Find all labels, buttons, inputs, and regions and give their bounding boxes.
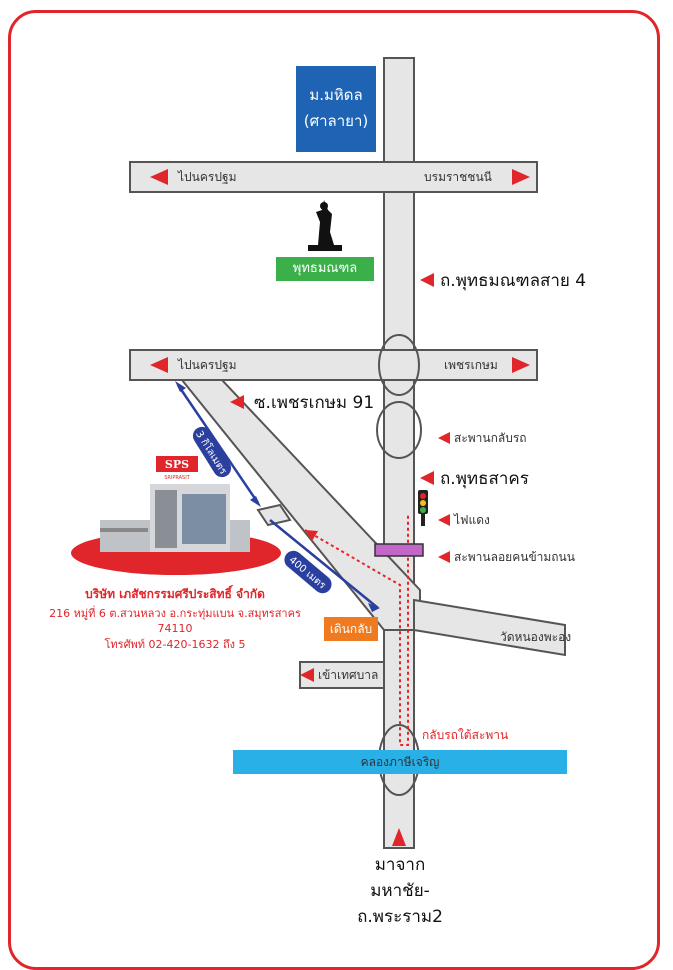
arrow-pedestrian-bridge	[438, 551, 450, 563]
origin-label: มาจาก มหาชัย-ถ.พระราม2	[330, 852, 470, 930]
origin-line-2: มหาชัย-ถ.พระราม2	[357, 881, 443, 927]
label-borom: บรมราชชนนี	[424, 170, 492, 184]
four-hundred-pill	[284, 550, 332, 594]
label-soi91: ซ.เพชรเกษม 91	[254, 393, 374, 413]
bridge-loop	[376, 401, 422, 459]
arrow-municipality	[300, 668, 314, 682]
four-hundred-line	[269, 519, 379, 609]
canal-label: คลองภาษีเจริญ	[233, 750, 567, 774]
three-km-arrow-bottom	[250, 496, 261, 507]
route-arrow-head	[305, 530, 318, 541]
company-logo	[156, 456, 198, 472]
label-phutthasakhon: ถ.พุทธสาคร	[440, 469, 529, 489]
arrow-origin	[392, 828, 406, 846]
three-km-pill	[192, 426, 232, 478]
buddha-statue-icon	[308, 200, 342, 251]
label-municipality: เข้าเทศบาล	[318, 668, 378, 682]
phetkasem-road	[129, 349, 538, 381]
arrow-left-mid	[150, 357, 168, 373]
label-u-turn-under-bridge: กลับรถใต้สะพาน	[422, 728, 508, 742]
overpass-loop	[378, 334, 420, 396]
side-stub	[256, 503, 292, 527]
mahidol-university-box: ม.มหิดล (ศาลายา)	[296, 66, 376, 152]
pedestrian-bridge-icon	[374, 543, 424, 557]
mahidol-line-2: (ศาลายา)	[303, 112, 369, 130]
company-address: 216 หมู่ที่ 6 ต.สวนหลวง อ.กระทุ่มแบน จ.ส…	[49, 607, 301, 635]
label-traffic-light: ไฟแดง	[453, 513, 490, 527]
arrow-left-top	[150, 169, 168, 185]
walk-back-box: เดินกลับ	[324, 617, 378, 641]
svg-text:SRIPRASIT: SRIPRASIT	[164, 475, 190, 481]
arrow-sai4	[420, 273, 434, 287]
arrow-right-top	[512, 169, 530, 185]
label-return-bridge: สะพานกลับรถ	[454, 431, 527, 445]
label-to-nakhon-pathom-top: ไปนครปฐม	[177, 170, 236, 184]
top-horizontal-road	[129, 161, 538, 193]
four-hundred-arrow	[368, 603, 380, 612]
arrow-right-mid	[512, 357, 530, 373]
svg-text:SPS: SPS	[165, 458, 189, 471]
company-info: บริษัท เภสัชกรรมศรีประสิทธิ์ จำกัด 216 ห…	[40, 585, 310, 653]
mahidol-line-1: ม.มหิดล	[309, 86, 363, 104]
wat-road	[413, 598, 566, 657]
route-dotted-line	[304, 515, 409, 746]
company-phone: โทรศัพท์ 02-420-1632 ถึง 5	[104, 638, 246, 651]
origin-line-1: มาจาก	[374, 855, 426, 875]
three-km-arrow-top	[175, 381, 186, 392]
arrow-traffic-light	[438, 514, 450, 526]
company-building-icon	[100, 484, 250, 552]
label-pedestrian-bridge: สะพานลอยคนข้ามถนน	[454, 550, 575, 564]
label-wat-nong-phong: วัดหนองพะอง	[500, 630, 571, 644]
arrow-soi91	[230, 395, 244, 409]
label-sai4: ถ.พุทธมณฑลสาย 4	[440, 271, 586, 291]
three-km-line	[176, 384, 260, 504]
label-to-nakhon-pathom-mid: ไปนครปฐม	[177, 358, 236, 372]
label-phetkasem: เพชรเกษม	[444, 358, 498, 372]
arrow-phutthasakhon	[420, 471, 434, 485]
company-name: บริษัท เภสัชกรรมศรีประสิทธิ์ จำกัด	[85, 587, 265, 601]
buddha-park-box: พุทธมณฑล	[276, 257, 374, 281]
arrow-return-bridge	[438, 432, 450, 444]
